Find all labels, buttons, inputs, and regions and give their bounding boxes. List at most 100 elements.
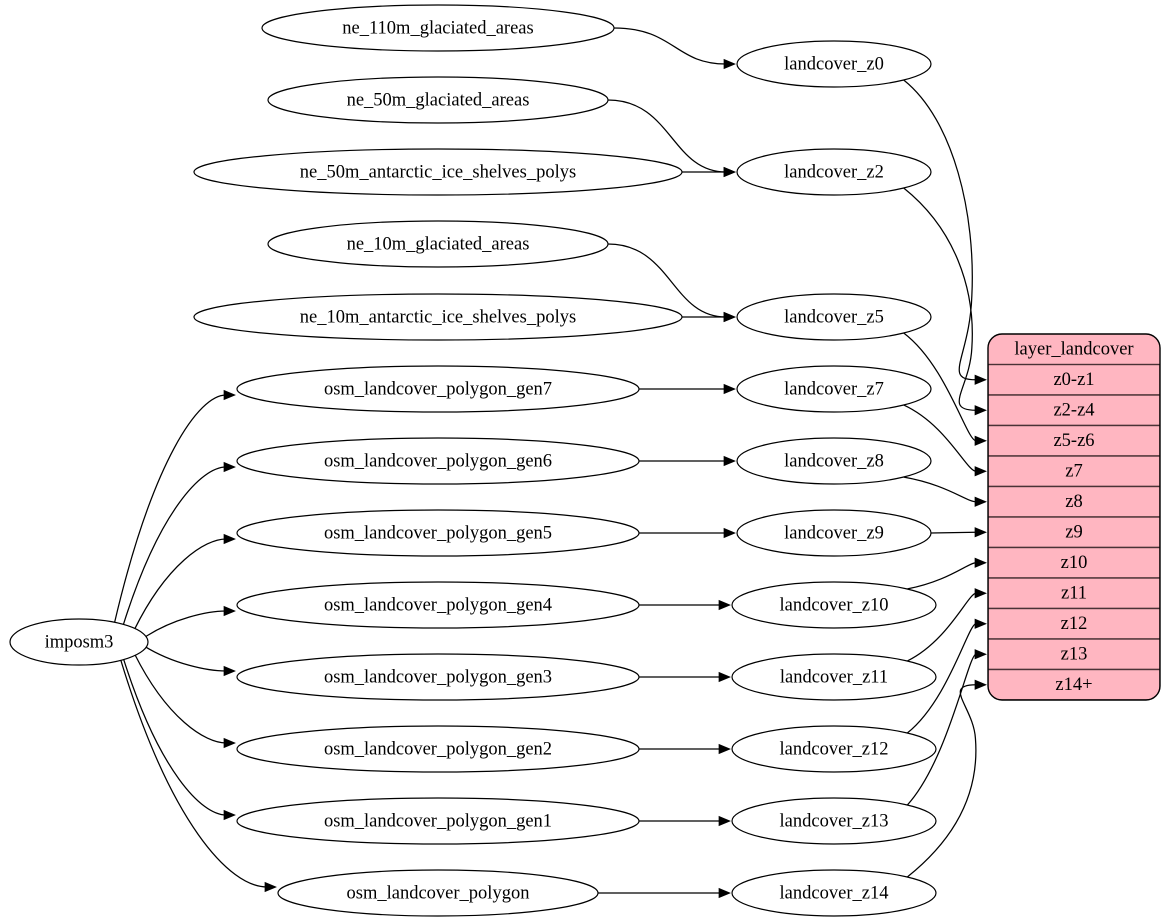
input-node-ne_10m_glaciated_areas[interactable]: ne_10m_glaciated_areas — [267, 220, 609, 268]
table-row-label: z2-z4 — [1053, 401, 1094, 421]
source-node-imposm3[interactable]: imposm3 — [9, 618, 149, 666]
node-ellipse — [736, 365, 932, 413]
table-row[interactable]: z14+ — [988, 668, 1160, 701]
edge-arrowhead — [223, 605, 236, 617]
edge-landcover_z10-to-row-z10 — [907, 562, 977, 590]
layer-node-landcover_z14[interactable]: landcover_z14 — [731, 869, 937, 917]
table-row-label: z13 — [1061, 645, 1088, 665]
edge-imposm3-to-osm_landcover_polygon — [119, 659, 268, 888]
edge-landcover_z9-to-row-z9 — [930, 531, 977, 534]
node-label: imposm3 — [45, 632, 114, 652]
edge-arrowhead — [974, 374, 987, 385]
table-row[interactable]: z13 — [988, 638, 1160, 671]
table-row-bg — [988, 668, 1160, 700]
node-ellipse — [193, 293, 683, 341]
table-row-label: z5-z6 — [1053, 431, 1094, 451]
node-label: landcover_z14 — [780, 883, 889, 903]
edge-landcover_z11-to-row-z11 — [907, 592, 977, 662]
layer-node-landcover_z11[interactable]: landcover_z11 — [731, 653, 937, 701]
table-outline — [987, 333, 1161, 701]
table-row[interactable]: z5-z6 — [988, 424, 1160, 457]
node-ellipse — [736, 148, 932, 196]
input-node-osm_landcover_polygon_gen2[interactable]: osm_landcover_polygon_gen2 — [236, 725, 640, 773]
node-ellipse — [9, 618, 149, 666]
edge-imposm3-to-osm_landcover_polygon_gen6 — [122, 466, 227, 626]
edge-landcover_z8-to-row-z8 — [903, 476, 977, 503]
table-row[interactable]: z0-z1 — [988, 363, 1160, 396]
node-label: osm_landcover_polygon_gen7 — [324, 379, 552, 399]
input-node-osm_landcover_polygon[interactable]: osm_landcover_polygon — [277, 869, 599, 917]
layer-node-landcover_z0[interactable]: landcover_z0 — [736, 40, 932, 88]
table-row-label: z7 — [1065, 462, 1082, 482]
input-node-ne_110m_glaciated_areas[interactable]: ne_110m_glaciated_areas — [261, 4, 615, 52]
table-row[interactable]: z12 — [988, 607, 1160, 640]
edge-arrowhead — [974, 435, 987, 446]
layer-node-landcover_z12[interactable]: landcover_z12 — [731, 725, 937, 773]
node-ellipse — [236, 509, 640, 557]
layer-node-landcover_z13[interactable]: landcover_z13 — [731, 797, 937, 845]
layer-node-landcover_z5[interactable]: landcover_z5 — [736, 293, 932, 341]
edge-arrowhead — [718, 671, 731, 683]
edge-arrowhead — [223, 665, 236, 677]
node-label: landcover_z9 — [784, 523, 884, 543]
node-ellipse — [731, 797, 937, 845]
node-label: ne_10m_glaciated_areas — [347, 234, 530, 254]
table-row-bg — [988, 607, 1160, 640]
edge-arrowhead — [718, 743, 731, 755]
node-label: ne_50m_glaciated_areas — [347, 90, 530, 110]
node-label: landcover_z12 — [780, 739, 889, 759]
edge-arrowhead — [264, 881, 277, 893]
layer-node-landcover_z8[interactable]: landcover_z8 — [736, 437, 932, 485]
table-row-bg — [988, 394, 1160, 427]
input-node-ne_50m_antarctic_ice_shelves_polys[interactable]: ne_50m_antarctic_ice_shelves_polys — [193, 148, 683, 196]
input-node-ne_10m_antarctic_ice_shelves_polys[interactable]: ne_10m_antarctic_ice_shelves_polys — [193, 293, 683, 341]
table-row[interactable]: z2-z4 — [988, 394, 1160, 427]
table-header-label: layer_landcover — [1014, 340, 1133, 360]
input-node-osm_landcover_polygon_gen7[interactable]: osm_landcover_polygon_gen7 — [236, 365, 640, 413]
edge-arrowhead — [223, 533, 236, 545]
edge-landcover_z0-to-row-z0-z1 — [903, 79, 977, 381]
node-label: osm_landcover_polygon_gen6 — [324, 451, 552, 471]
input-node-osm_landcover_polygon_gen1[interactable]: osm_landcover_polygon_gen1 — [236, 797, 640, 845]
table-row[interactable]: z9 — [988, 516, 1160, 549]
edge-arrowhead — [974, 527, 987, 538]
table-row-bg — [988, 424, 1160, 457]
edge-arrowhead — [974, 496, 987, 507]
node-label: landcover_z13 — [780, 811, 889, 831]
node-label: landcover_z11 — [780, 667, 888, 687]
node-ellipse — [267, 76, 609, 124]
table-row[interactable]: z8 — [988, 485, 1160, 518]
edge-imposm3-to-osm_landcover_polygon_gen7 — [113, 394, 227, 624]
input-node-osm_landcover_polygon_gen4[interactable]: osm_landcover_polygon_gen4 — [236, 581, 640, 629]
layer-node-landcover_z10[interactable]: landcover_z10 — [731, 581, 937, 629]
node-ellipse — [277, 869, 599, 917]
layer-node-landcover_z2[interactable]: landcover_z2 — [736, 148, 932, 196]
input-node-ne_50m_glaciated_areas[interactable]: ne_50m_glaciated_areas — [267, 76, 609, 124]
input-node-osm_landcover_polygon_gen3[interactable]: osm_landcover_polygon_gen3 — [236, 653, 640, 701]
table-row-bg — [988, 577, 1160, 610]
node-label: landcover_z8 — [784, 451, 884, 471]
node-ellipse — [267, 220, 609, 268]
node-ellipse — [736, 509, 932, 557]
table-row-label: z12 — [1061, 614, 1088, 634]
input-node-osm_landcover_polygon_gen5[interactable]: osm_landcover_polygon_gen5 — [236, 509, 640, 557]
table-row[interactable]: z10 — [988, 546, 1160, 579]
layer-node-landcover_z7[interactable]: landcover_z7 — [736, 365, 932, 413]
table-row[interactable]: z7 — [988, 455, 1160, 488]
edge-imposm3-to-osm_landcover_polygon_gen3 — [143, 645, 227, 672]
edge-arrowhead — [974, 588, 987, 599]
edge-landcover_z14-to-row-z14+ — [907, 684, 977, 878]
node-ellipse — [731, 869, 937, 917]
node-ellipse — [731, 725, 937, 773]
node-ellipse — [736, 40, 932, 88]
node-ellipse — [236, 437, 640, 485]
edge-landcover_z13-to-row-z13 — [906, 653, 977, 806]
table-row[interactable]: z11 — [988, 577, 1160, 610]
input-node-osm_landcover_polygon_gen6[interactable]: osm_landcover_polygon_gen6 — [236, 437, 640, 485]
edge-arrowhead — [974, 557, 987, 568]
layer-node-landcover_z9[interactable]: landcover_z9 — [736, 509, 932, 557]
nodes-layer: imposm3 ne_110m_glaciated_areas ne_50m_gla… — [9, 4, 937, 917]
node-label: osm_landcover_polygon_gen5 — [324, 523, 552, 543]
node-label: landcover_z10 — [780, 595, 889, 615]
